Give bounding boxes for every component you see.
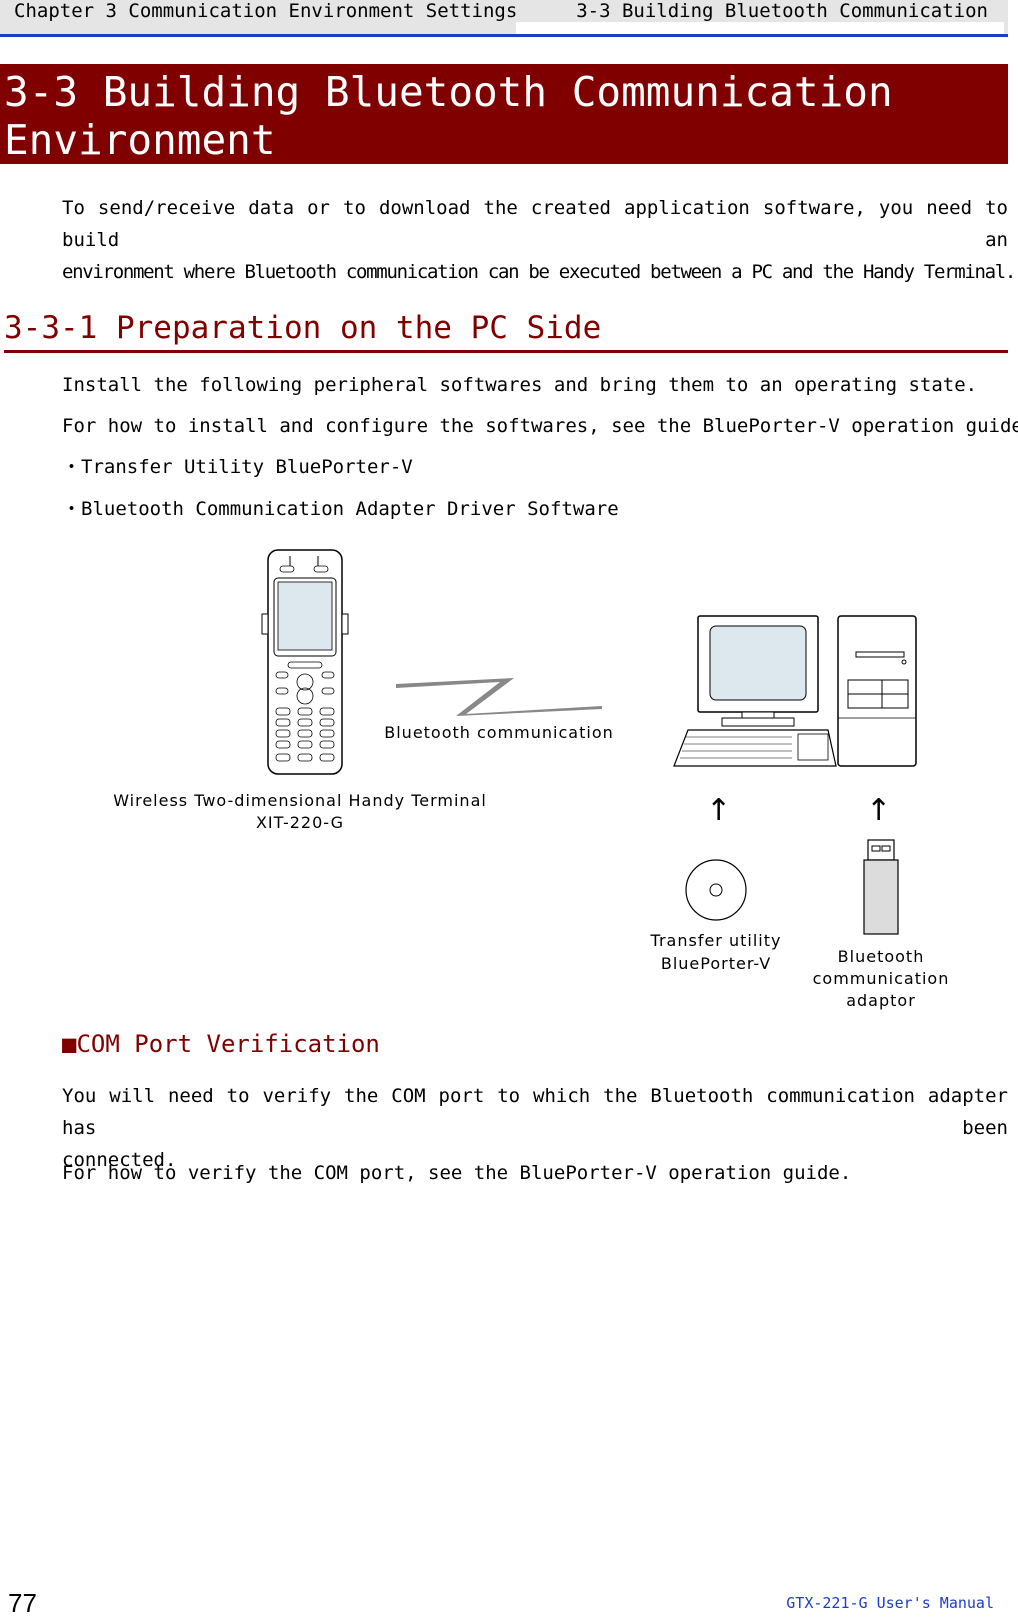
section-line-1: Install the following peripheral softwar… [62, 374, 978, 396]
header-tab-highlight [516, 22, 1004, 34]
chapter-title: 3-3 Building Bluetooth Communication Env… [0, 64, 1008, 164]
com-port-heading: ■COM Port Verification [62, 1030, 380, 1058]
cd-disc-icon [685, 859, 747, 921]
cd-label-2: BluePorter-V [660, 954, 772, 973]
header-rule [0, 34, 1008, 37]
usb-adaptor-icon [863, 839, 899, 935]
terminal-label-2: XIT-220-G [255, 813, 345, 832]
adaptor-label-2: communication [812, 969, 950, 988]
com-line-2: connected. [62, 1149, 177, 1171]
bluetooth-communication-label: Bluetooth communication [384, 723, 614, 742]
com-paragraph: You will need to verify the COM port to … [62, 1080, 1008, 1176]
adaptor-label-3: adaptor [846, 991, 916, 1010]
page-number: 77 [8, 1588, 37, 1618]
header-section-text: 3-3 Building Bluetooth Communication [576, 0, 988, 22]
chapter-title-line-1: 3-3 Building Bluetooth Communication [4, 68, 893, 116]
chapter-title-line-2: Environment [4, 116, 276, 164]
terminal-label-1: Wireless Two-dimensional Handy Terminal [113, 791, 487, 810]
intro-line-2: environment where Bluetooth communicatio… [62, 261, 1016, 283]
handy-terminal-illustration [261, 549, 349, 775]
com-line-3: For how to verify the COM port, see the … [62, 1162, 852, 1184]
bullet-transfer-utility: ・Transfer Utility BluePorter-V [62, 456, 413, 478]
pc-illustration [673, 615, 917, 767]
com-line-1: You will need to verify the COM port to … [62, 1085, 1008, 1139]
section-title: 3-3-1 Preparation on the PC Side [4, 308, 1008, 353]
arrow-up-icon: ↑ [706, 793, 732, 828]
intro-paragraph: To send/receive data or to download the … [62, 192, 1016, 288]
adaptor-label-1: Bluetooth [837, 947, 925, 966]
bullet-adapter-driver: ・Bluetooth Communication Adapter Driver … [62, 498, 619, 520]
manual-name: GTX-221-G User's Manual [786, 1594, 994, 1612]
arrow-up-icon: ↑ [866, 793, 892, 828]
cd-label-1: Transfer utility [650, 931, 782, 950]
section-line-2: For how to install and configure the sof… [62, 415, 1018, 437]
bluetooth-signal-icon [396, 678, 602, 716]
header-chapter-text: Chapter 3 Communication Environment Sett… [14, 0, 518, 22]
intro-line-1: To send/receive data or to download the … [62, 197, 1008, 251]
